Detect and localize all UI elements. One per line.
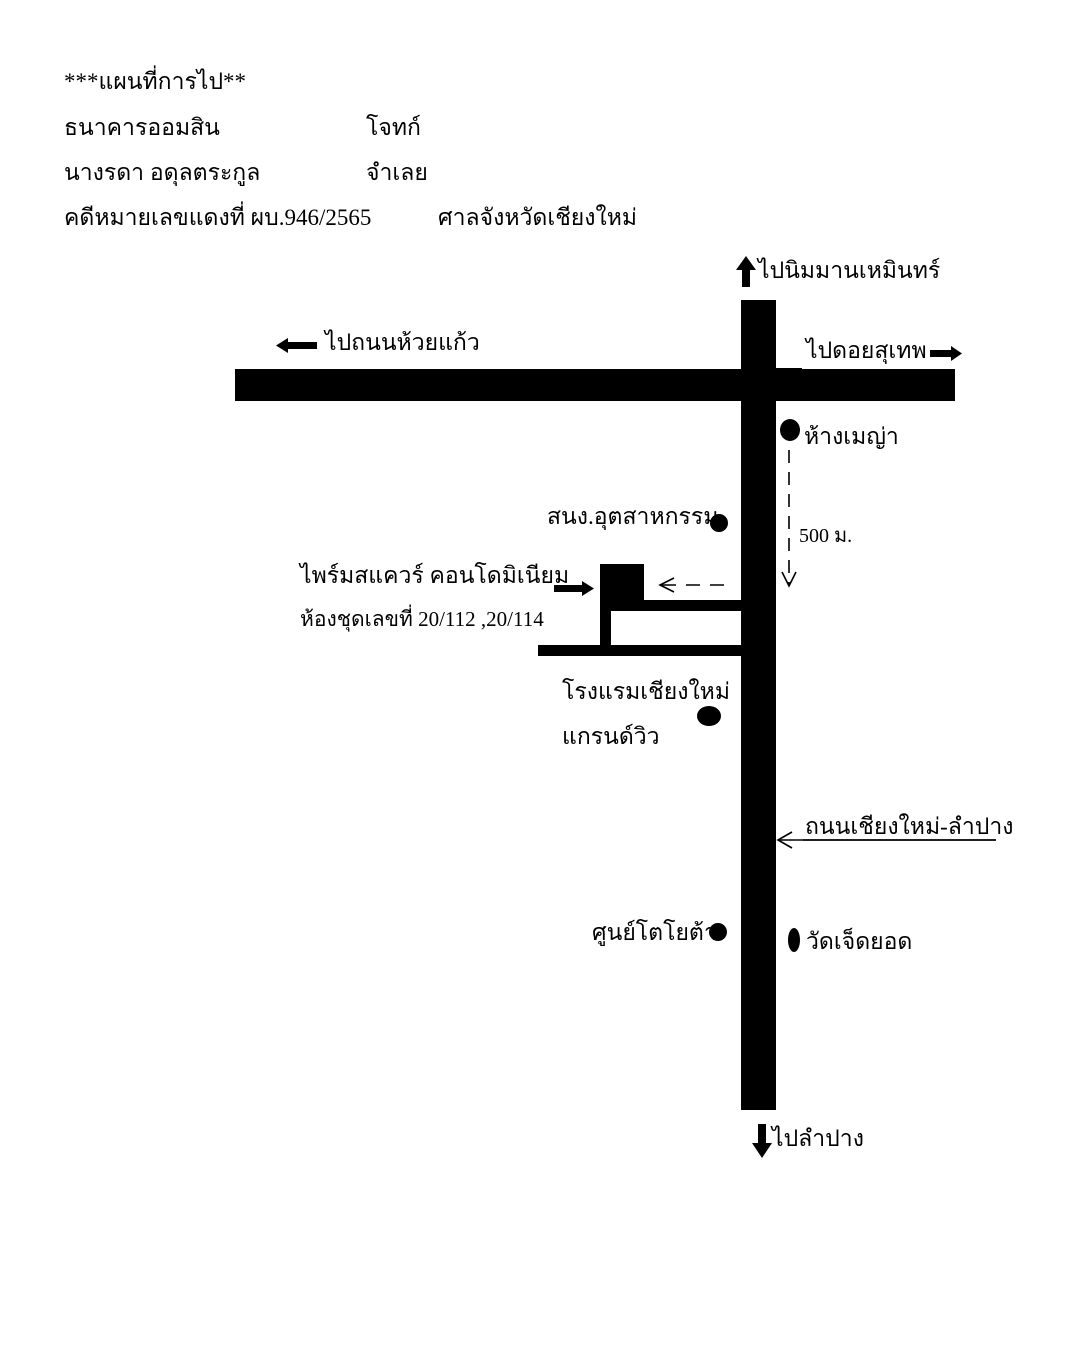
industry-office-label: สนง.อุตสาหกรรม (547, 504, 719, 529)
turn-in-arrow-icon (658, 577, 728, 593)
defendant-role: จำเลย (366, 160, 428, 185)
south-arrow-icon (752, 1124, 772, 1158)
destination-unit-numbers: ห้องชุดเลขที่ 20/112 ,20/114 (300, 607, 544, 631)
west-arrow-icon (276, 338, 317, 353)
plaintiff-role: โจทก์ (366, 115, 421, 140)
toyota-center-label: ศูนย์โตโยต้า (592, 920, 717, 945)
case-number: คดีหมายเลขแดงที่ ผบ.946/2565 (64, 205, 372, 230)
east-arrow-icon (930, 346, 962, 361)
to-west-label: ไปถนนห้วยแก้ว (325, 330, 480, 355)
court-name: ศาลจังหวัดเชียงใหม่ (438, 205, 638, 230)
hotel-label-line2: แกรนด์วิว (562, 724, 660, 749)
wat-chet-yot-marker-icon (788, 928, 800, 952)
to-east-label: ไปดอยสุเทพ (806, 338, 927, 363)
toyota-center-marker-icon (709, 923, 727, 941)
main-road-chiangmai-lampang (741, 300, 776, 1110)
hotel-label-line1: โรงแรมเชียงใหม่ (562, 679, 731, 704)
plaintiff-name: ธนาคารออมสิน (64, 115, 220, 140)
industry-office-marker-icon (710, 514, 728, 532)
to-south-label: ไปลำปาง (772, 1126, 864, 1151)
to-north-label: ไปนิมมานเหมินทร์ (758, 258, 941, 283)
wat-chet-yot-label: วัดเจ็ดยอด (806, 929, 913, 954)
soi-lower (538, 645, 741, 656)
road-edge-mark (776, 368, 802, 370)
destination-building (600, 564, 644, 600)
maya-mall-marker-icon (780, 419, 800, 441)
soi-connector (600, 600, 611, 650)
road-name-label: ถนนเชียงใหม่-ลำปาง (805, 814, 1014, 839)
cross-road (235, 369, 955, 401)
soi-upper (600, 600, 741, 611)
destination-name: ไพร์มสแควร์ คอนโดมิเนียม (300, 563, 570, 588)
page-title: ***แผนที่การไป** (64, 69, 247, 94)
distance-arrow-icon (781, 450, 797, 588)
hotel-marker-icon (697, 706, 721, 726)
maya-mall-label: ห้างเมญ่า (804, 424, 899, 449)
north-arrow-icon (736, 256, 756, 287)
distance-label: 500 ม. (799, 525, 853, 547)
defendant-name: นางรดา อดุลตระกูล (64, 160, 261, 185)
destination-pointer-arrow-icon (554, 581, 594, 596)
